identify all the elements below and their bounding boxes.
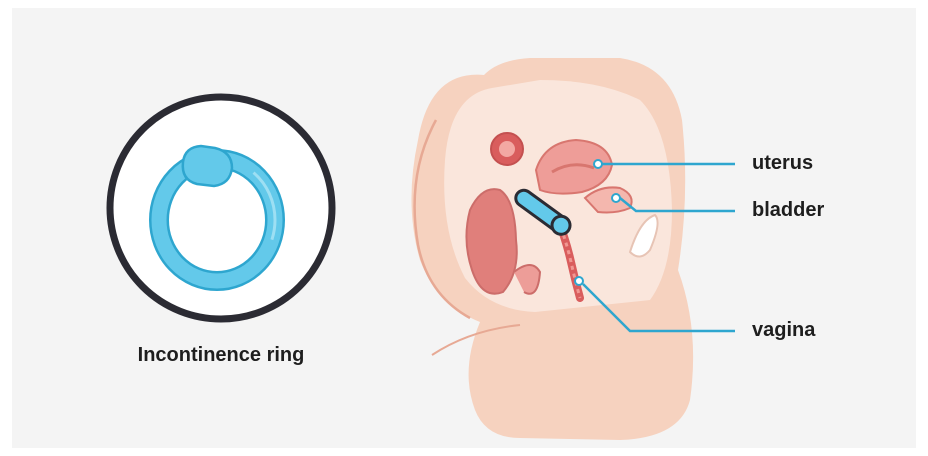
uterus-label: uterus [752, 151, 813, 175]
bladder-dot [612, 194, 620, 202]
incontinence-ring-illustration [110, 97, 332, 319]
device-caption: Incontinence ring [96, 344, 346, 367]
ring-knob [183, 146, 232, 186]
pelvis-cross-section [411, 58, 693, 440]
ovary-inner [499, 141, 515, 157]
uterus-dot [594, 160, 602, 168]
bladder-label: bladder [752, 198, 824, 222]
vagina-label: vagina [752, 318, 815, 342]
vagina-dot [575, 277, 583, 285]
